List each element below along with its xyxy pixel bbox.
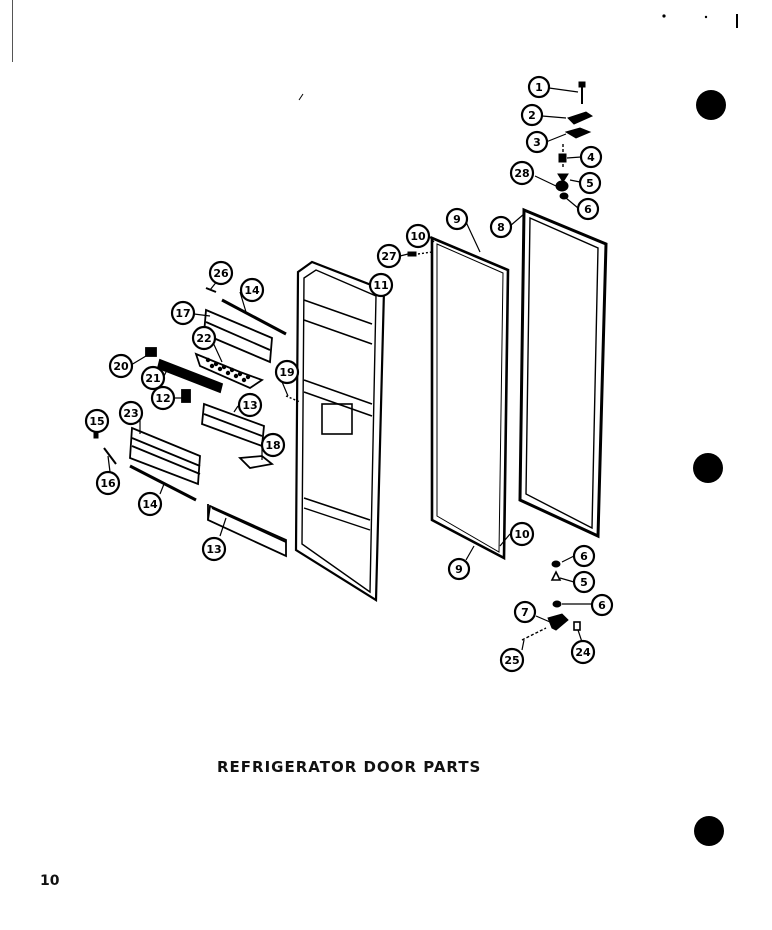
callout-13-lower: 13 xyxy=(201,536,227,562)
callout-15: 15 xyxy=(84,408,110,434)
svg-text:9: 9 xyxy=(455,563,463,576)
svg-text:21: 21 xyxy=(145,372,160,385)
callout-9: 9 xyxy=(445,207,469,231)
svg-text:23: 23 xyxy=(123,407,138,420)
binder-hole-top xyxy=(696,90,726,120)
svg-text:5: 5 xyxy=(586,177,594,190)
callout-1: 1 xyxy=(527,75,551,99)
callout-3: 3 xyxy=(525,130,549,154)
svg-text:18: 18 xyxy=(265,439,280,452)
bottom-hinge-parts xyxy=(521,560,581,641)
door-shelves xyxy=(129,298,287,558)
callout-7: 7 xyxy=(513,600,537,624)
svg-text:10: 10 xyxy=(514,528,530,541)
svg-text:22: 22 xyxy=(196,332,211,345)
svg-text:10: 10 xyxy=(410,230,426,243)
callout-10: 10 xyxy=(405,223,431,249)
callout-12: 12 xyxy=(150,385,176,411)
callout-11: 11 xyxy=(368,272,394,298)
margin-rule xyxy=(12,0,13,62)
svg-text:25: 25 xyxy=(504,654,519,667)
callout-25: 25 xyxy=(499,647,525,673)
svg-text:24: 24 xyxy=(575,646,591,659)
svg-text:17: 17 xyxy=(175,307,190,320)
binder-hole-bottom xyxy=(694,816,724,846)
svg-text:5: 5 xyxy=(580,576,588,589)
callout-21: 21 xyxy=(140,365,166,391)
svg-text:28: 28 xyxy=(514,167,529,180)
top-hinge-parts xyxy=(555,81,594,200)
callout-24: 24 xyxy=(570,639,596,665)
svg-text:27: 27 xyxy=(381,250,396,263)
callout-19: 19 xyxy=(274,359,300,385)
small-hardware xyxy=(93,251,433,465)
svg-text:14: 14 xyxy=(142,498,158,511)
svg-text:2: 2 xyxy=(528,109,536,122)
svg-text:1: 1 xyxy=(535,81,543,94)
scan-specks xyxy=(298,14,738,101)
svg-text:12: 12 xyxy=(155,392,170,405)
callout-23: 23 xyxy=(118,400,144,426)
svg-text:11: 11 xyxy=(373,279,388,292)
callout-10-lower: 10 xyxy=(509,521,535,547)
svg-text:13: 13 xyxy=(206,543,221,556)
svg-text:7: 7 xyxy=(521,606,529,619)
callout-6: 6 xyxy=(576,197,600,221)
callout-6-lower-b: 6 xyxy=(590,593,614,617)
callout-26: 26 xyxy=(208,260,234,286)
svg-text:15: 15 xyxy=(89,415,104,428)
svg-text:6: 6 xyxy=(584,203,592,216)
callout-16: 16 xyxy=(95,470,121,496)
door-panel xyxy=(294,260,386,602)
callout-17: 17 xyxy=(170,300,196,326)
binder-hole-middle xyxy=(693,453,723,483)
callout-14: 14 xyxy=(239,277,265,303)
callout-8: 8 xyxy=(489,215,513,239)
callout-18: 18 xyxy=(260,432,286,458)
callout-5: 5 xyxy=(578,171,602,195)
callout-28: 28 xyxy=(509,160,535,186)
svg-text:8: 8 xyxy=(497,221,505,234)
outer-door xyxy=(518,207,608,539)
svg-text:9: 9 xyxy=(453,213,461,226)
callout-6-lower-a: 6 xyxy=(572,544,596,568)
callout-2: 2 xyxy=(520,103,544,127)
callout-20: 20 xyxy=(108,353,134,379)
svg-text:16: 16 xyxy=(100,477,116,490)
page-number: 10 xyxy=(40,873,60,889)
callout-14-lower: 14 xyxy=(137,491,163,517)
callouts: 1 2 3 4 5 28 6 8 9 10 27 11 26 14 17 22 … xyxy=(84,75,614,673)
callout-13: 13 xyxy=(237,392,263,418)
svg-text:3: 3 xyxy=(533,136,541,149)
svg-text:6: 6 xyxy=(580,550,588,563)
svg-text:4: 4 xyxy=(587,151,595,164)
diagram-title: REFRIGERATOR DOOR PARTS xyxy=(217,758,482,776)
door-gasket xyxy=(430,236,510,561)
callout-4: 4 xyxy=(579,145,603,169)
svg-text:13: 13 xyxy=(242,399,257,412)
svg-text:20: 20 xyxy=(113,360,129,373)
callout-5-lower: 5 xyxy=(572,570,596,594)
callout-22: 22 xyxy=(191,325,217,351)
svg-text:14: 14 xyxy=(244,284,260,297)
svg-text:6: 6 xyxy=(598,599,606,612)
callout-27: 27 xyxy=(376,243,402,269)
svg-text:19: 19 xyxy=(279,366,294,379)
svg-text:26: 26 xyxy=(213,267,229,280)
callout-9-lower: 9 xyxy=(447,557,471,581)
